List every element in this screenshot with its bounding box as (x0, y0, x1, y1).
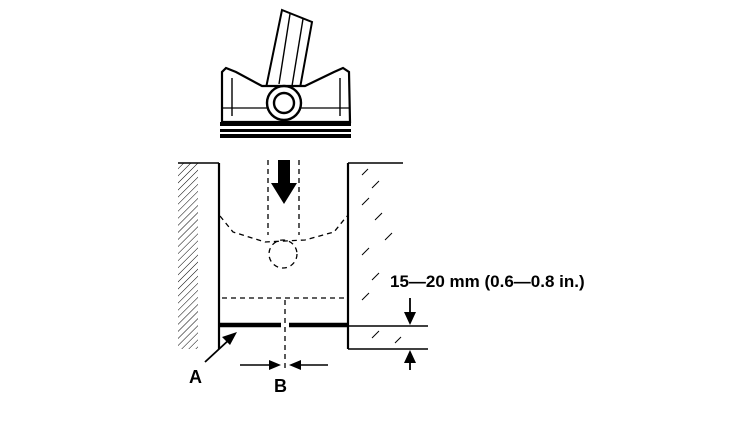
depth-dimension-label: 15—20 mm (0.6—0.8 in.) (390, 272, 585, 291)
cylinder-wall-left (178, 162, 221, 349)
push-down-arrow (271, 160, 297, 204)
depth-dimension-arrows (404, 298, 416, 370)
hidden-piston-outline (219, 160, 348, 370)
gap-b-arrows (240, 360, 328, 370)
piston-pin-boss (265, 84, 303, 122)
label-a: A (189, 367, 202, 387)
piston (220, 66, 352, 124)
label-a-leader (204, 332, 237, 363)
cylinder-wall-right (346, 162, 428, 350)
piston-rings (220, 122, 351, 138)
label-b: B (274, 376, 287, 396)
connecting-rod (264, 8, 314, 89)
